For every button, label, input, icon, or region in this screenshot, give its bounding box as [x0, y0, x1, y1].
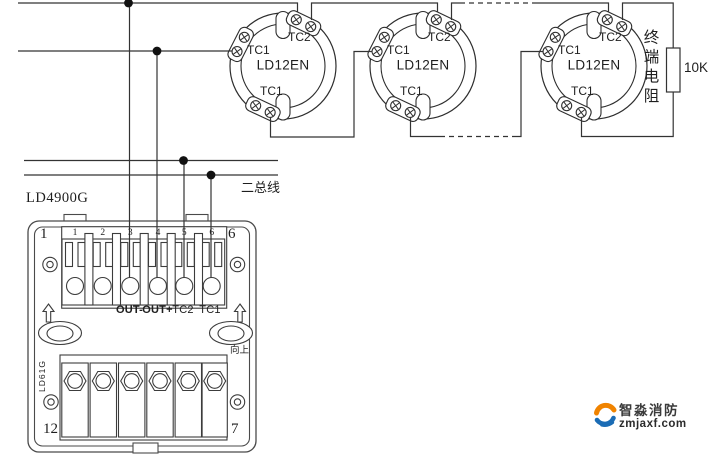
bus-wiring — [18, 0, 674, 281]
link-det3-in-bottom — [517, 50, 544, 138]
module-model-label: LD4900G — [26, 190, 89, 206]
pcb-side-label: LD61G — [36, 360, 47, 392]
terminal-number-2: 2 — [100, 228, 106, 238]
terminal-separator — [166, 232, 176, 306]
det2-model-label: LD12EN — [396, 57, 450, 73]
upper-terminal-block — [61, 226, 228, 309]
terminal-separator — [111, 232, 122, 306]
terminal-separator — [84, 232, 94, 306]
det2-tc2-label: TC2 — [428, 30, 451, 44]
module-corner-6: 6 — [228, 226, 236, 242]
terminal-number-3: 3 — [127, 228, 133, 238]
screw-nuts — [63, 370, 227, 392]
terminal-label-out-minus: OUT- — [115, 304, 144, 316]
det1-model-label: LD12EN — [256, 57, 310, 73]
resistor-name-label: 终端电阻 — [641, 29, 659, 107]
det3-model-label: LD12EN — [567, 57, 621, 73]
resistor-value-label: 10K — [684, 60, 709, 75]
terminal-number-1: 1 — [72, 228, 78, 238]
orientation-label: 向上 — [230, 346, 250, 356]
link-det2-out-top — [450, 2, 460, 20]
terminal-screw-holes — [65, 276, 221, 296]
terminal-label-out-plus: OUT+ — [142, 304, 173, 316]
keyhole-slots — [37, 303, 254, 346]
link-det3-resistor-bottom — [580, 92, 674, 138]
det2-tc1-left-label: TC1 — [387, 43, 410, 57]
det2-tc1-bottom-label: TC1 — [400, 84, 423, 98]
up-arrow-icon — [233, 303, 247, 323]
bus-wire-1 — [18, 2, 299, 13]
det3-tc1-bottom-label: TC1 — [571, 84, 594, 98]
det1-tc2-label: TC2 — [288, 30, 311, 44]
module-bottom-tab — [132, 442, 159, 454]
link-det3-resistor-top — [621, 2, 674, 48]
junction-dots — [124, 0, 216, 180]
link-det1-det2-top — [310, 2, 439, 20]
up-arrow-icon — [41, 303, 56, 323]
link-det3-in-top — [534, 2, 610, 13]
watermark-brand-text: 智淼消防 — [619, 403, 679, 418]
terminal-separator — [193, 232, 204, 306]
terminal-number-4: 4 — [155, 228, 161, 238]
terminal-label-tc2: TC2 — [172, 304, 194, 316]
det1-tc1-bottom-label: TC1 — [260, 84, 283, 98]
module-corner-1: 1 — [40, 226, 48, 242]
mounting-holes — [42, 256, 246, 410]
terminating-resistor-symbol — [665, 47, 681, 93]
watermark-site-text: zmjaxf.com — [619, 418, 687, 430]
module-corner-12: 12 — [43, 421, 58, 437]
link-det1-det2-bottom — [269, 50, 373, 138]
lower-terminal-block — [59, 354, 228, 441]
terminal-number-6: 6 — [209, 228, 215, 238]
terminal-unit — [116, 238, 144, 306]
terminal-unit — [61, 238, 89, 306]
terminal-label-tc1: TC1 — [199, 304, 221, 316]
terminal-separator — [139, 232, 149, 306]
det3-tc1-left-label: TC1 — [558, 43, 581, 57]
link-det2-out-bottom — [409, 117, 440, 138]
zmjaxf-logo-icon — [594, 402, 617, 427]
terminal-unit — [89, 238, 117, 306]
terminal-number-5: 5 — [181, 228, 187, 238]
module-corner-7: 7 — [231, 421, 239, 437]
bus-line-label: 二总线 — [241, 180, 281, 195]
det3-tc2-label: TC2 — [599, 30, 622, 44]
det1-tc1-left-label: TC1 — [247, 43, 270, 57]
